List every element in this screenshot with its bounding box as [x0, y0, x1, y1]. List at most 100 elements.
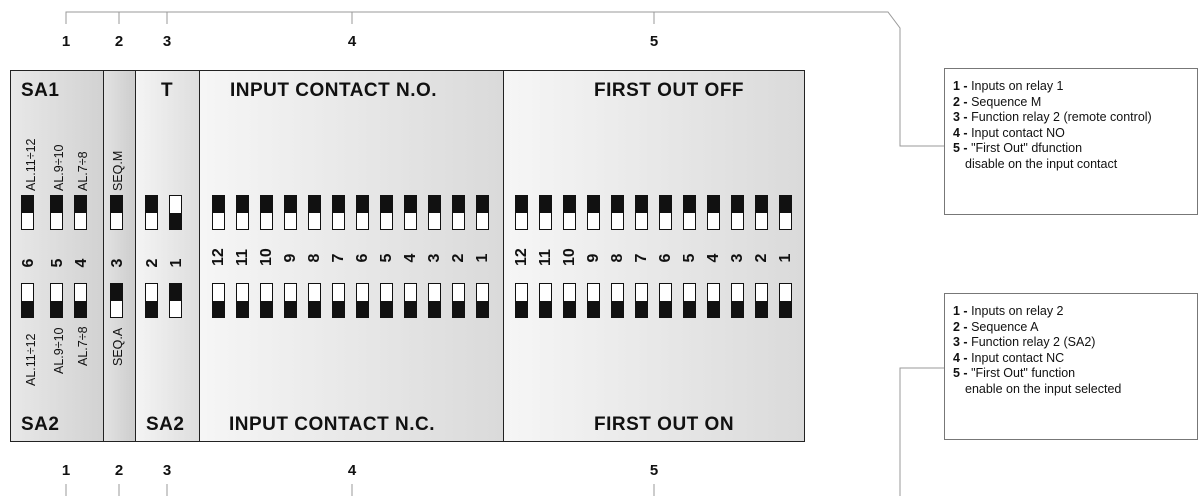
sa-number: 5 [49, 258, 66, 268]
column-number: 1 [61, 33, 71, 50]
input-contact-no-switch[interactable] [356, 195, 369, 230]
contact-number: 7 [633, 253, 650, 263]
input-contact-no-switch[interactable] [452, 195, 465, 230]
t-switch[interactable] [169, 195, 182, 230]
first-out-on-switch[interactable] [539, 283, 552, 318]
first-out-off-switch[interactable] [611, 195, 624, 230]
first-out-off-switch[interactable] [731, 195, 744, 230]
first-out-on-switch[interactable] [587, 283, 600, 318]
first-out-panel [503, 70, 805, 442]
first-out-off-switch[interactable] [563, 195, 576, 230]
input-contact-nc-switch[interactable] [476, 283, 489, 318]
t-bottom-title: SA2 [146, 414, 185, 435]
contact-number: 4 [402, 253, 419, 263]
column-number: 4 [347, 33, 357, 50]
contact-number: 4 [705, 253, 722, 263]
input-contact-nc-switch[interactable] [452, 283, 465, 318]
first-out-off-switch[interactable] [587, 195, 600, 230]
sa1-label: AL.7÷8 [76, 151, 90, 191]
first-out-on-switch[interactable] [659, 283, 672, 318]
input-contact-no-switch[interactable] [236, 195, 249, 230]
contact-number: 9 [282, 253, 299, 263]
input-contact-nc-switch[interactable] [284, 283, 297, 318]
first-out-off-switch[interactable] [755, 195, 768, 230]
first-out-on-switch[interactable] [779, 283, 792, 318]
legend-text: enable on the input selected [965, 381, 1122, 396]
input-contact-no-switch[interactable] [284, 195, 297, 230]
first-out-on-switch[interactable] [635, 283, 648, 318]
first-out-off-switch[interactable] [539, 195, 552, 230]
contact-number: 5 [681, 253, 698, 263]
input-contact-nc-switch[interactable] [308, 283, 321, 318]
sa1-switch[interactable] [50, 195, 63, 230]
contact-number: 12 [210, 248, 227, 266]
input-contact-no-switch[interactable] [476, 195, 489, 230]
seq-a-switch[interactable] [110, 283, 123, 318]
sa1-label: AL.9÷10 [52, 144, 66, 191]
sa2-switch[interactable] [74, 283, 87, 318]
t-bottom-switch[interactable] [169, 283, 182, 318]
first-out-off-switch[interactable] [659, 195, 672, 230]
input-contact-no-switch[interactable] [404, 195, 417, 230]
legend-key: 2 - [953, 94, 968, 109]
legend-top: 1 - Inputs on relay 1 2 - Sequence M 3 -… [944, 68, 1198, 215]
input-contact-nc-switch[interactable] [380, 283, 393, 318]
legend-text: "First Out" dfunction [971, 141, 1083, 155]
contact-number: 5 [378, 253, 395, 263]
contact-number: 10 [561, 248, 578, 266]
input-contact-panel [199, 70, 504, 442]
legend-text: Input contact NC [971, 350, 1065, 365]
input-contact-nc-switch[interactable] [404, 283, 417, 318]
first-out-off-switch[interactable] [707, 195, 720, 230]
no-title: INPUT CONTACT N.O. [230, 80, 438, 101]
sa2-switch[interactable] [21, 283, 34, 318]
legend-text: Sequence M [971, 94, 1042, 109]
sa-panel [10, 70, 104, 442]
sa2-switch[interactable] [50, 283, 63, 318]
first-out-off-title: FIRST OUT OFF [594, 80, 745, 101]
input-contact-no-switch[interactable] [380, 195, 393, 230]
seq-m-switch[interactable] [110, 195, 123, 230]
first-out-on-switch[interactable] [731, 283, 744, 318]
contact-number: 6 [354, 253, 371, 263]
input-contact-no-switch[interactable] [428, 195, 441, 230]
contact-number: 3 [426, 253, 443, 263]
first-out-on-switch[interactable] [515, 283, 528, 318]
input-contact-nc-switch[interactable] [428, 283, 441, 318]
contact-number: 6 [657, 253, 674, 263]
sa1-switch[interactable] [74, 195, 87, 230]
legend-text: disable on the input contact [965, 156, 1118, 171]
t-bottom-switch[interactable] [145, 283, 158, 318]
input-contact-no-switch[interactable] [332, 195, 345, 230]
legend-text: Sequence A [971, 319, 1039, 334]
t-title: T [161, 80, 174, 101]
input-contact-no-switch[interactable] [308, 195, 321, 230]
first-out-on-switch[interactable] [755, 283, 768, 318]
column-number: 3 [162, 33, 172, 50]
input-contact-nc-switch[interactable] [332, 283, 345, 318]
column-number: 5 [649, 462, 659, 479]
first-out-off-switch[interactable] [779, 195, 792, 230]
column-number: 1 [61, 462, 71, 479]
first-out-on-switch[interactable] [683, 283, 696, 318]
input-contact-nc-switch[interactable] [212, 283, 225, 318]
input-contact-nc-switch[interactable] [356, 283, 369, 318]
t-switch[interactable] [145, 195, 158, 230]
first-out-on-switch[interactable] [563, 283, 576, 318]
contact-number: 12 [513, 248, 530, 266]
first-out-on-switch[interactable] [611, 283, 624, 318]
t-number: 1 [168, 258, 185, 268]
sa2-label: AL.9÷10 [52, 327, 66, 374]
first-out-on-switch[interactable] [707, 283, 720, 318]
first-out-off-switch[interactable] [683, 195, 696, 230]
input-contact-no-switch[interactable] [212, 195, 225, 230]
input-contact-nc-switch[interactable] [260, 283, 273, 318]
input-contact-no-switch[interactable] [260, 195, 273, 230]
seq-m-label: SEQ.M [111, 150, 125, 191]
first-out-off-switch[interactable] [635, 195, 648, 230]
input-contact-nc-switch[interactable] [236, 283, 249, 318]
legend-text: Function relay 2 (remote control) [971, 110, 1152, 124]
contact-number: 3 [729, 253, 746, 263]
first-out-off-switch[interactable] [515, 195, 528, 230]
sa1-switch[interactable] [21, 195, 34, 230]
